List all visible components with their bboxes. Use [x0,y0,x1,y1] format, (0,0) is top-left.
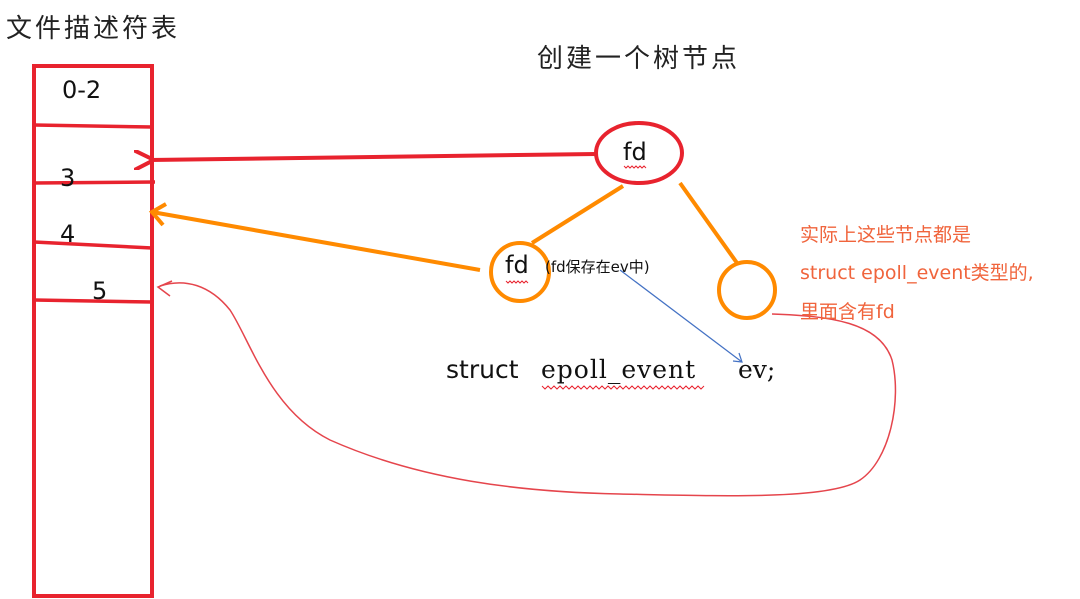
tree-edge-left [530,184,625,245]
fd-table-border [32,64,154,598]
code-keyword: struct [446,355,519,384]
child-node-right [717,260,777,320]
fd-table-divider [33,123,153,129]
tree-edge-right [678,181,744,272]
child-node-note: (fd保存在ev中) [545,258,650,276]
fd-cell-label: 5 [92,277,107,305]
root-node [594,121,684,185]
loop-arrow-to-fd5 [159,282,897,497]
child-node-left [489,241,551,303]
fd-cell-label: 4 [60,220,75,248]
child-node-label: fd [505,251,529,279]
arrow-root-to-fd3 [150,154,597,160]
arrow-child-to-fd4 [151,210,481,272]
fd-cell-label: 0-2 [62,76,101,104]
fd-table-divider [33,180,156,185]
fd-table-title: 文件描述符表 [6,14,180,44]
fd-table: 0-2 3 4 5 [32,64,156,598]
spellcheck-squiggle [541,385,705,390]
spellcheck-squiggle [623,165,647,169]
arrow-note-to-ev [619,269,743,363]
annotation-line: 实际上这些节点都是 [800,224,971,246]
arrow-child-to-fd4-head [148,202,167,227]
fd-cell-label: 3 [60,164,75,192]
fd-table-divider [33,240,153,250]
code-var: ev; [738,355,775,384]
code-type: epoll_event [541,355,696,384]
annotation-line: 里面含有fd [800,301,895,323]
tree-title: 创建一个树节点 [537,44,740,74]
arrow-note-to-ev-head [732,352,743,363]
loop-arrow-to-fd5-head [156,280,173,297]
root-node-label: fd [623,138,647,166]
fd-table-divider [33,298,153,304]
spellcheck-squiggle [505,280,529,284]
annotation-line: struct epoll_event类型的, [800,262,1034,284]
annotation: 实际上这些节点都是 struct epoll_event类型的, 里面含有fd [800,224,1034,323]
